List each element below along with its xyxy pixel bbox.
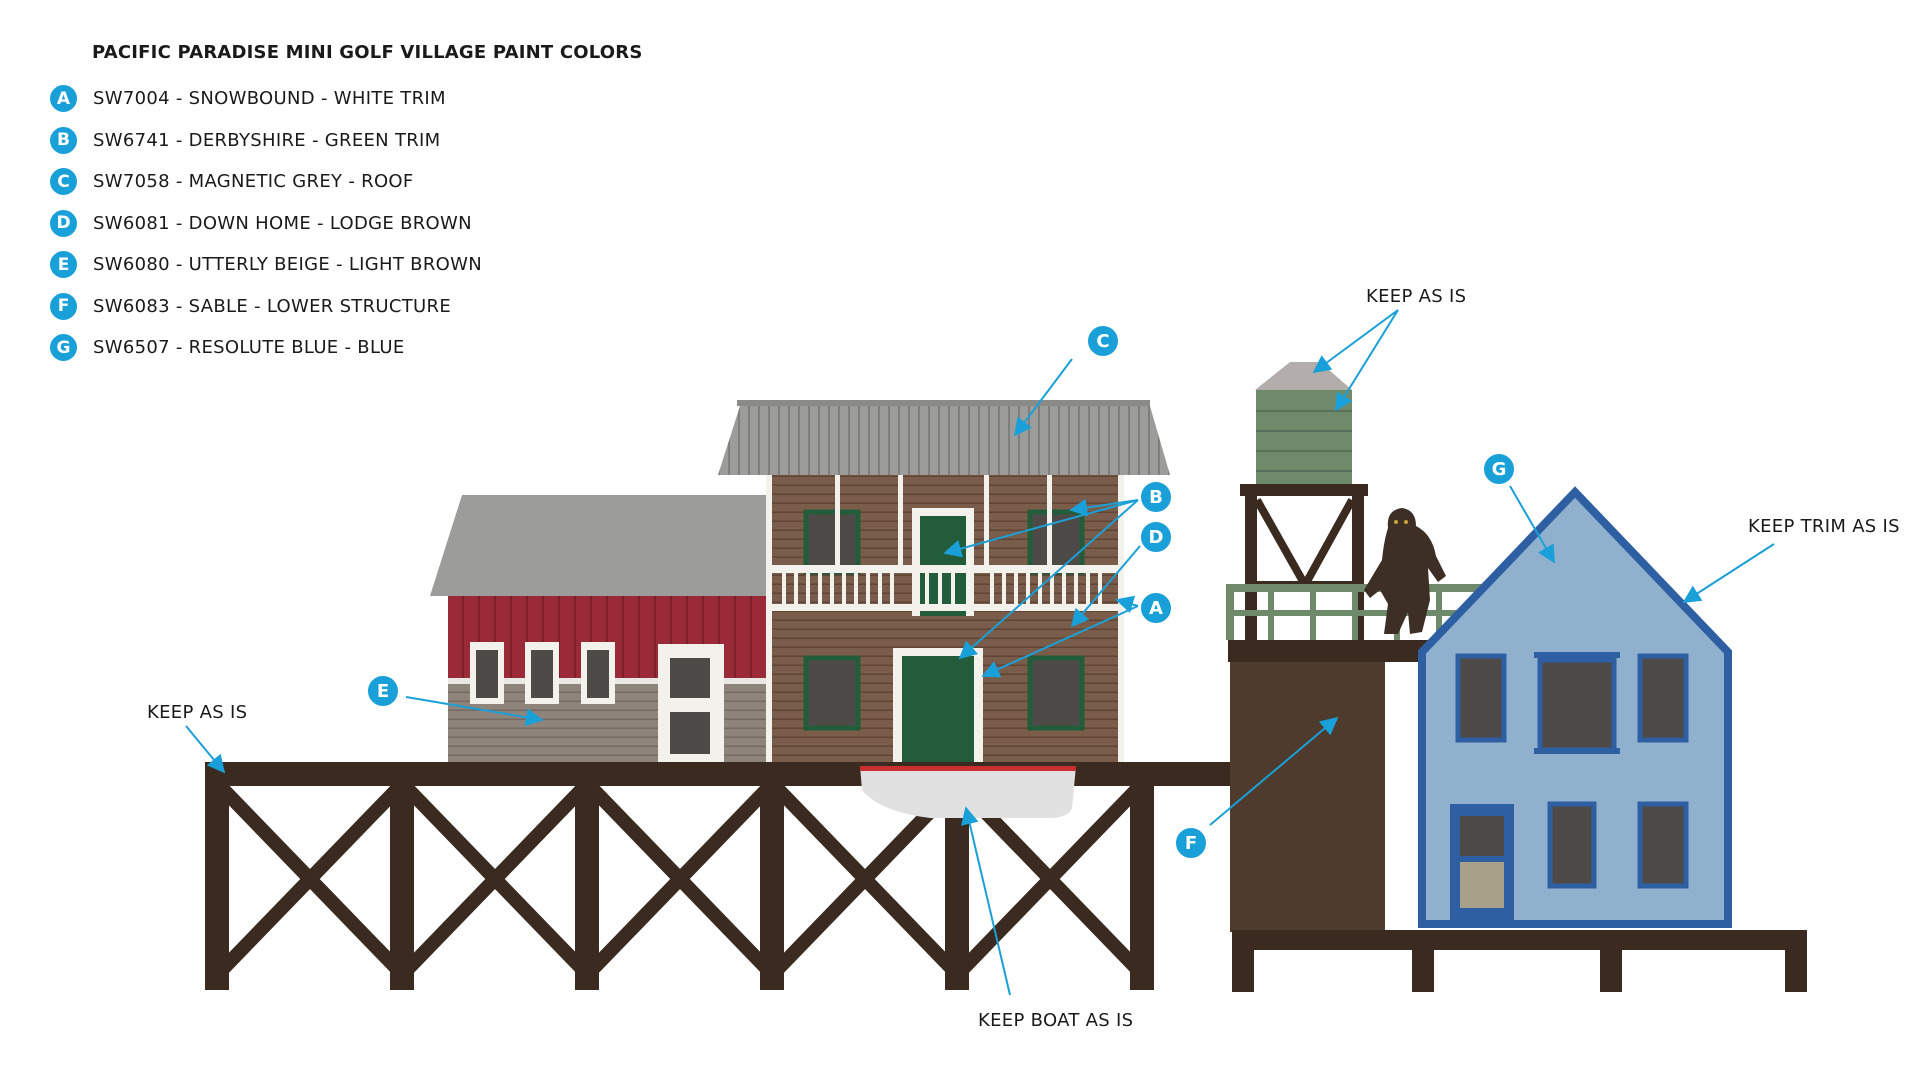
callout-f: F [1174, 826, 1208, 860]
legend-label-b: SW6741 - DERBYSHIRE - GREEN TRIM [93, 129, 441, 151]
callout-c: C [1086, 324, 1120, 358]
legend-badge-e: E [48, 249, 79, 281]
note-keep-pier: KEEP AS IS [147, 702, 248, 723]
legend-item-e: E SW6080 - UTTERLY BEIGE - LIGHT BROWN [48, 244, 482, 286]
right-lower-structure [1228, 640, 1807, 992]
legend-item-c: C SW7058 - MAGNETIC GREY - ROOF [48, 161, 482, 203]
legend-label-a: SW7004 - SNOWBOUND - WHITE TRIM [93, 88, 446, 110]
callout-a: A [1139, 591, 1173, 625]
boat [860, 766, 1076, 818]
legend-title: PACIFIC PARADISE MINI GOLF VILLAGE PAINT… [92, 42, 643, 63]
legend-badge-b: B [48, 124, 79, 156]
callout-b: B [1139, 480, 1173, 514]
legend-badge-d: D [48, 207, 79, 239]
legend-item-g: G SW6507 - RESOLUTE BLUE - BLUE [48, 327, 482, 369]
legend-label-g: SW6507 - RESOLUTE BLUE - BLUE [93, 337, 405, 359]
note-keep-tank: KEEP AS IS [1366, 286, 1467, 307]
brown-lodge [718, 400, 1170, 762]
legend-label-d: SW6081 - DOWN HOME - LODGE BROWN [93, 212, 472, 234]
red-barn-building [430, 495, 768, 762]
callout-g: G [1482, 452, 1516, 486]
left-pier [205, 762, 1385, 990]
annotation-arrows [185, 309, 1775, 996]
legend-label-f: SW6083 - SABLE - LOWER STRUCTURE [93, 295, 452, 317]
legend-badge-c: C [48, 166, 79, 198]
legend-badge-a: A [48, 83, 79, 115]
note-keep-boat: KEEP BOAT AS IS [978, 1010, 1134, 1031]
legend-item-b: B SW6741 - DERBYSHIRE - GREEN TRIM [48, 120, 482, 162]
legend-label-e: SW6080 - UTTERLY BEIGE - LIGHT BROWN [93, 254, 482, 276]
legend-label-c: SW7058 - MAGNETIC GREY - ROOF [93, 171, 414, 193]
legend-item-a: A SW7004 - SNOWBOUND - WHITE TRIM [48, 78, 482, 120]
blue-house [1418, 486, 1732, 928]
callout-e: E [366, 674, 400, 708]
water-tower [1226, 362, 1486, 646]
paint-legend: A SW7004 - SNOWBOUND - WHITE TRIM B SW67… [48, 78, 482, 369]
note-keep-trim: KEEP TRIM AS IS [1748, 516, 1900, 537]
legend-badge-g: G [48, 332, 79, 364]
legend-item-d: D SW6081 - DOWN HOME - LODGE BROWN [48, 203, 482, 245]
legend-badge-f: F [48, 290, 79, 322]
callout-d: D [1139, 520, 1173, 554]
legend-item-f: F SW6083 - SABLE - LOWER STRUCTURE [48, 286, 482, 328]
